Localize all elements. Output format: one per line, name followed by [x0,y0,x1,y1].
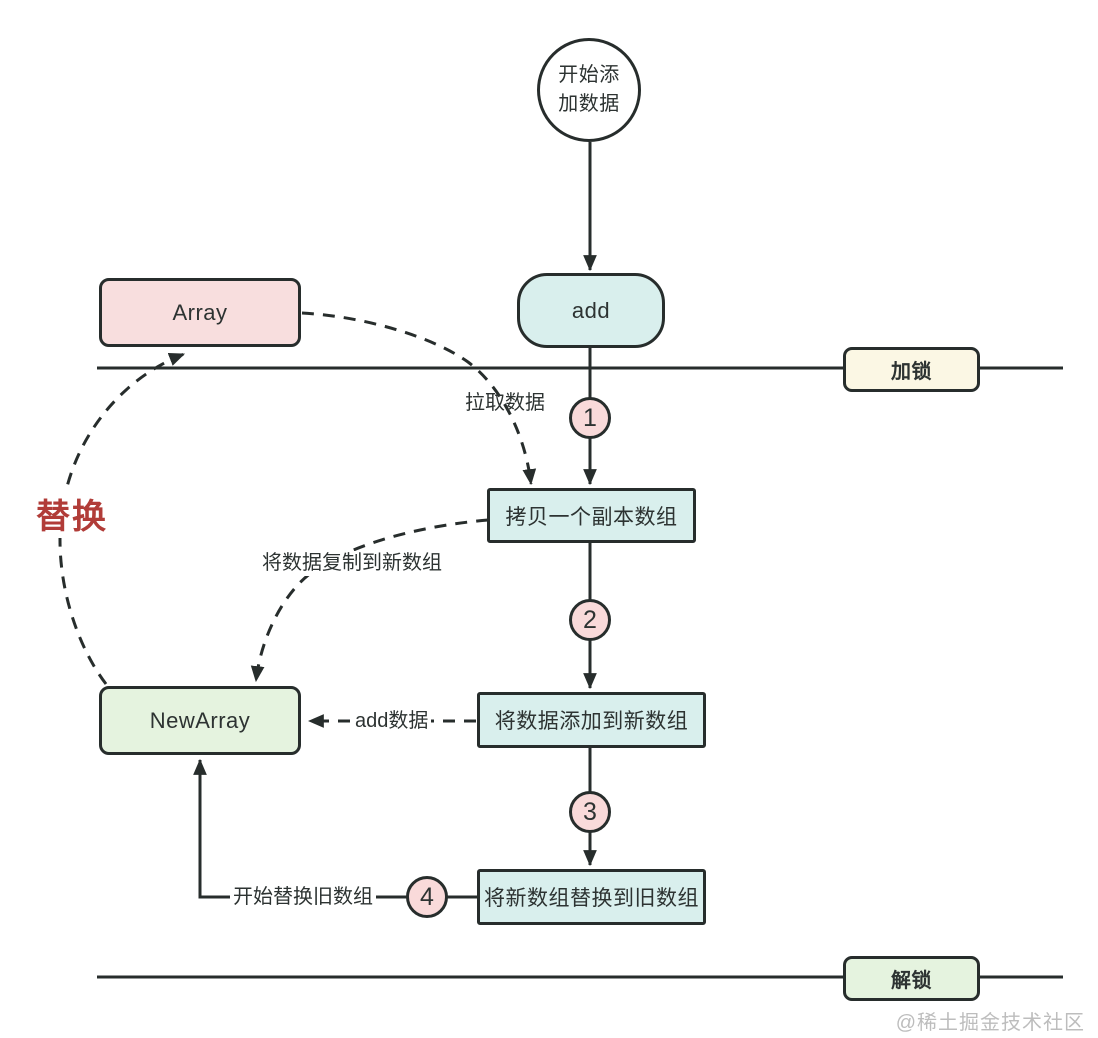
newarray-node: NewArray [99,686,301,755]
start-node-label: 开始添加数据 [558,64,620,115]
step-badge-2-label: 2 [583,605,597,634]
add-node: add [517,273,665,348]
copy-array-node-label: 拷贝一个副本数组 [505,505,678,529]
start-node: 开始添加数据 [537,38,641,142]
step-badge-2: 2 [569,599,611,641]
edge-copy-data-dashed [250,518,489,683]
copy-array-node: 拷贝一个副本数组 [487,488,696,543]
lock-node: 加锁 [843,347,980,392]
lock-node-label: 加锁 [891,361,932,383]
step-badge-3: 3 [569,791,611,833]
array-node-label: Array [172,299,228,325]
add-node-label: add [571,297,611,323]
edge-pull-data-dashed [301,311,537,486]
edge-label-copy-to-new-array: 将数据复制到新数组 [259,551,445,576]
edge-label-add-data: add数据 [352,709,432,734]
unlock-node-label: 解锁 [891,970,932,992]
unlock-node: 解锁 [843,956,980,1001]
add-to-new-node: 将数据添加到新数组 [477,692,706,748]
step-badge-4-label: 4 [420,882,434,911]
edge-label-pull-data: 拉取数据 [465,392,545,414]
step-badge-1-label: 1 [583,403,597,432]
replace-label: 替换 [34,489,110,538]
add-to-new-node-label: 将数据添加到新数组 [494,710,689,733]
edge-replace-to-newarray [193,758,477,899]
array-node: Array [99,278,301,347]
watermark: @稀土掘金技术社区 [895,1012,1085,1034]
replace-to-old-node: 将新数组替换到旧数组 [477,869,706,925]
edge-label-start-replace-old-array: 开始替换旧数组 [230,885,376,910]
replace-to-old-node-label: 将新数组替换到旧数组 [484,887,699,910]
newarray-node-label: NewArray [149,707,251,733]
edge-replace-dashed [58,352,186,685]
step-badge-3-label: 3 [583,797,597,826]
step-badge-1: 1 [569,397,611,439]
step-badge-4: 4 [406,876,448,918]
